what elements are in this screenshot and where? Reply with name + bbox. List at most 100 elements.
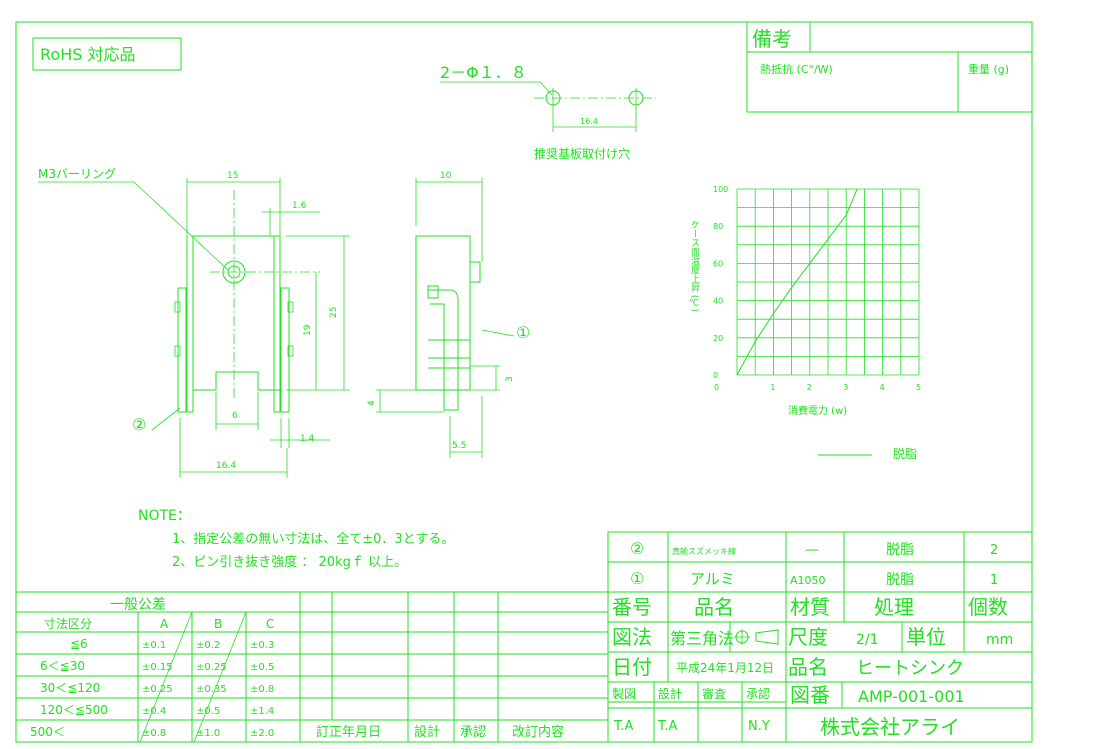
chart-y-tick: 0 — [713, 371, 718, 380]
rohs-box — [32, 37, 182, 71]
rev-header-design: 設計 — [414, 724, 440, 740]
tb-designed-by: T.A — [657, 719, 678, 734]
tb-method-label: 図法 — [612, 625, 652, 649]
tol-cell-c: ±1.4 — [250, 706, 274, 717]
part-name: アルミ — [690, 570, 735, 588]
tol-cell-b: ±0.25 — [196, 662, 227, 673]
tol-cell-a: ±0.1 — [142, 640, 166, 651]
part-ref-1: ① — [516, 323, 530, 342]
chart-y-axis-label: ケース面温度上昇 (℃) — [689, 220, 700, 312]
part-qty: 2 — [990, 543, 998, 558]
chart-x-tick: 5 — [916, 383, 921, 392]
part-no: ② — [630, 539, 644, 558]
hole-spec: 2－Φ１．８ — [440, 63, 527, 82]
tb-unit-label: 単位 — [906, 625, 946, 649]
chart-y-tick: 100 — [713, 185, 728, 194]
tb-drawn-by: T.A — [613, 719, 634, 734]
tol-cell-range: 6＜≦30 — [40, 659, 85, 673]
dim-height-19: 19 — [303, 324, 313, 336]
notes: NOTE： 1、指定公差の無い寸法は、全て±0．3とする。 2、ピン引き抜き強度… — [138, 508, 454, 570]
tol-cell-b: ±0.35 — [196, 684, 227, 695]
hole-caption: 推奨基板取付け穴 — [534, 146, 630, 161]
tol-cell-b: ±0.5 — [196, 706, 220, 717]
tb-drawn-label: 製図 — [612, 687, 636, 701]
chart-y-tick: 60 — [713, 259, 723, 268]
tol-cell-c: ±2.0 — [250, 728, 274, 739]
tb-treatment-label: 処理 — [874, 595, 914, 619]
tol-cell-range: 30＜≦120 — [40, 681, 100, 695]
chart-x-tick: 3 — [843, 383, 848, 392]
projection-symbol-cone — [755, 629, 779, 645]
part-treatment: 脱脂 — [886, 572, 914, 588]
chart-x-tick: 4 — [880, 383, 885, 392]
tb-qty-label: 個数 — [968, 595, 1008, 619]
tol-cell-c: ±0.3 — [250, 640, 274, 651]
tolerance-table: 一般公差 寸法区分 A B C ≦6±0.1±0.2±0.36＜≦30±0.15… — [15, 591, 609, 743]
side-view: 10 3 4 5.5 ① — [367, 171, 530, 458]
part-qty: 1 — [990, 573, 998, 588]
chart-legend-label: 脱脂 — [893, 446, 917, 461]
remarks-box: 備考 熱抵抗 (C°/W) 重量 (g) — [746, 21, 1033, 113]
hole-pitch-dim: 16.4 — [580, 117, 598, 126]
notes-title: NOTE： — [138, 508, 191, 524]
tol-cell-range: 120＜≦500 — [40, 703, 108, 717]
dim-thickness-16: 1.6 — [292, 201, 307, 211]
dim-width-164: 16.4 — [216, 461, 236, 471]
part-name: 真鍮スズメッキ線 — [672, 546, 736, 556]
tb-scale-value: 2/1 — [856, 632, 879, 648]
tol-cell-b: ±0.2 — [196, 640, 220, 651]
tb-date-label: 日付 — [612, 655, 652, 679]
part-material: — — [805, 542, 819, 558]
chart-y-tick: 20 — [713, 334, 723, 343]
dim-width-6: 6 — [232, 411, 238, 421]
chart-y-tick: 40 — [713, 297, 723, 306]
tol-cell-c: ±0.8 — [250, 684, 274, 695]
note-line-2: 2、ピン引き抜き強度 ： 20kgｆ 以上。 — [172, 554, 407, 570]
tb-no-label: 番号 — [612, 595, 652, 619]
rev-header-content: 改訂内容 — [512, 724, 564, 740]
mounting-holes: 2－Φ１．８ 16.4 推奨基板取付け穴 — [440, 63, 656, 161]
chart-y-tick: 80 — [713, 222, 723, 231]
tb-drawing-no: AMP-001-001 — [858, 687, 965, 706]
tb-product-value: ヒートシンク — [856, 658, 964, 679]
tol-cell-range: ≦6 — [70, 637, 88, 651]
tb-product-label: 品名 — [788, 655, 828, 679]
tol-header-b: B — [214, 617, 222, 631]
chart-x-tick: 0 — [714, 383, 719, 392]
sheet-border — [15, 21, 1033, 743]
tol-header-range: 寸法区分 — [44, 617, 92, 631]
dim-height-25: 25 — [329, 307, 339, 318]
tol-cell-a: ±0.25 — [142, 684, 173, 695]
tolerance-title: 一般公差 — [110, 597, 166, 613]
rev-header-date: 訂正年月日 — [316, 724, 381, 740]
tb-material-label: 材質 — [790, 595, 830, 619]
tol-header-c: C — [266, 617, 274, 631]
dim-side-3: 3 — [505, 376, 515, 382]
tb-check-label: 審査 — [702, 686, 726, 701]
tb-unit-value: mm — [986, 632, 1013, 648]
tb-approve-label: 承認 — [746, 686, 770, 701]
part-treatment: 脱脂 — [886, 542, 914, 558]
chart-series-line — [736, 188, 858, 376]
tb-company: 株式会社アライ — [820, 715, 960, 739]
tb-approved-by: N.Y — [748, 719, 770, 734]
tol-cell-a: ±0.8 — [142, 728, 166, 739]
tb-drawing-no-label: 図番 — [790, 683, 830, 707]
tb-name-label: 品名 — [694, 595, 734, 619]
chart-x-tick: 2 — [807, 383, 812, 392]
dim-width-15: 15 — [227, 171, 238, 181]
m3-burring-label: M3バーリング — [38, 167, 116, 181]
dim-side-4: 4 — [367, 400, 377, 406]
tol-cell-c: ±0.5 — [250, 662, 274, 673]
thermal-resistance-label: 熱抵抗 (C°/W) — [760, 62, 833, 76]
weight-label: 重量 (g) — [968, 62, 1009, 76]
chart-x-tick: 1 — [770, 383, 775, 392]
tb-method-value: 第三角法 — [670, 629, 734, 648]
tol-cell-a: ±0.4 — [142, 706, 166, 717]
tb-design-label: 設計 — [658, 686, 682, 701]
rohs-label: RoHS 対応品 — [40, 45, 135, 64]
front-view: M3バーリング 15 1.6 25 — [38, 167, 350, 478]
tol-header-a: A — [160, 617, 169, 631]
